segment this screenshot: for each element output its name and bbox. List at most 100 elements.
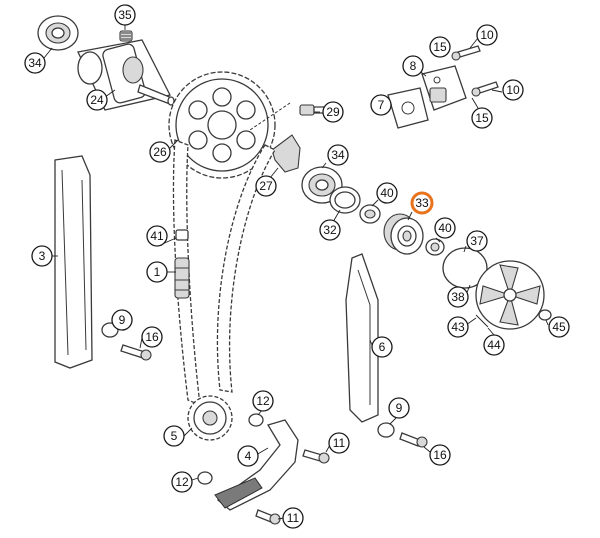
callout-9[interactable]: 9 <box>111 309 133 331</box>
callout-27[interactable]: 27 <box>255 175 277 197</box>
callout-7[interactable]: 7 <box>370 94 392 116</box>
svg-text:27: 27 <box>259 179 273 193</box>
svg-text:11: 11 <box>333 436 346 450</box>
callout-29[interactable]: 29 <box>322 101 344 123</box>
chain-link-1 <box>174 257 190 299</box>
callout-15[interactable]: 15 <box>429 36 451 58</box>
callout-15[interactable]: 15 <box>471 107 493 129</box>
svg-text:9: 9 <box>119 313 126 327</box>
callout-37[interactable]: 37 <box>466 230 488 252</box>
callout-16[interactable]: 16 <box>141 326 163 348</box>
svg-text:1: 1 <box>154 265 161 279</box>
svg-text:5: 5 <box>171 429 178 443</box>
callout-41[interactable]: 41 <box>146 225 168 247</box>
svg-text:44: 44 <box>487 338 501 352</box>
svg-text:35: 35 <box>118 8 132 22</box>
svg-text:33: 33 <box>415 196 429 210</box>
svg-text:45: 45 <box>552 320 566 334</box>
callout-1[interactable]: 1 <box>146 261 168 283</box>
svg-text:7: 7 <box>378 98 385 112</box>
callout-43[interactable]: 43 <box>447 316 469 338</box>
svg-text:34: 34 <box>28 56 42 70</box>
bolt-11-bottom <box>255 509 281 525</box>
svg-text:24: 24 <box>90 93 104 107</box>
pin-43 <box>475 314 489 328</box>
pivot-9-right <box>377 422 395 438</box>
callout-10[interactable]: 10 <box>502 79 524 101</box>
bracket-27 <box>271 134 301 173</box>
spring-35 <box>119 30 133 42</box>
washer-45 <box>538 309 552 321</box>
gasket-7 <box>387 87 429 129</box>
bolts-10 <box>451 45 499 97</box>
svg-text:32: 32 <box>323 223 337 237</box>
callout-6[interactable]: 6 <box>371 336 393 358</box>
impeller-38 <box>475 260 545 330</box>
svg-text:16: 16 <box>145 330 159 344</box>
callout-34[interactable]: 34 <box>24 52 46 74</box>
tensioner-8 <box>421 65 467 111</box>
svg-text:15: 15 <box>475 111 489 125</box>
svg-text:43: 43 <box>451 320 465 334</box>
callout-11[interactable]: 11 <box>282 507 304 529</box>
ring-32 <box>329 186 361 214</box>
spacer-12-top <box>248 413 264 427</box>
svg-text:9: 9 <box>396 401 403 415</box>
svg-text:6: 6 <box>379 340 386 354</box>
callout-40[interactable]: 40 <box>434 217 456 239</box>
seal-40a <box>359 204 381 224</box>
callout-24[interactable]: 24 <box>86 89 108 111</box>
callout-35[interactable]: 35 <box>114 4 136 26</box>
seal-40b <box>425 238 445 256</box>
callout-38[interactable]: 38 <box>447 286 469 308</box>
svg-text:40: 40 <box>438 221 452 235</box>
callout-12[interactable]: 12 <box>252 390 274 412</box>
guide-4 <box>214 419 299 511</box>
svg-text:10: 10 <box>480 28 494 42</box>
svg-text:12: 12 <box>175 475 189 489</box>
guide-rail-3 <box>54 155 93 369</box>
callout-33[interactable]: 33 <box>410 191 434 215</box>
svg-text:10: 10 <box>506 83 520 97</box>
svg-text:40: 40 <box>380 186 394 200</box>
crank-sprocket-5 <box>187 395 233 441</box>
svg-text:41: 41 <box>150 229 164 243</box>
link-plate-41 <box>175 229 189 241</box>
bolt-11-right <box>302 449 330 464</box>
callout-44[interactable]: 44 <box>483 334 505 356</box>
svg-text:3: 3 <box>39 249 46 263</box>
svg-text:26: 26 <box>153 145 167 159</box>
callout-3[interactable]: 3 <box>31 245 53 267</box>
callout-32[interactable]: 32 <box>319 219 341 241</box>
svg-text:34: 34 <box>331 148 345 162</box>
callout-40[interactable]: 40 <box>376 182 398 204</box>
svg-text:38: 38 <box>451 290 465 304</box>
callout-16[interactable]: 16 <box>429 444 451 466</box>
spacer-12-bottom <box>197 471 213 485</box>
svg-text:4: 4 <box>245 449 252 463</box>
callout-45[interactable]: 45 <box>548 316 570 338</box>
svg-text:11: 11 <box>287 511 300 525</box>
cam-sprocket-26 <box>168 71 276 179</box>
bearing-34-top <box>37 15 79 51</box>
svg-text:37: 37 <box>470 234 484 248</box>
svg-text:12: 12 <box>256 394 270 408</box>
svg-text:29: 29 <box>326 105 340 119</box>
svg-text:15: 15 <box>433 40 447 54</box>
tensioner-rail-6 <box>345 253 379 423</box>
svg-text:16: 16 <box>433 448 447 462</box>
callout-26[interactable]: 26 <box>149 141 171 163</box>
callout-11[interactable]: 11 <box>328 432 350 454</box>
callout-5[interactable]: 5 <box>163 425 185 447</box>
bolt-16-right <box>399 432 428 448</box>
bolt-16-left <box>120 344 152 361</box>
callout-8[interactable]: 8 <box>402 55 424 77</box>
callout-12[interactable]: 12 <box>171 471 193 493</box>
callout-10[interactable]: 10 <box>476 24 498 46</box>
bearing-33 <box>383 213 424 255</box>
callout-9[interactable]: 9 <box>388 397 410 419</box>
svg-text:8: 8 <box>410 59 417 73</box>
callout-34[interactable]: 34 <box>327 144 349 166</box>
callout-4[interactable]: 4 <box>237 445 259 467</box>
